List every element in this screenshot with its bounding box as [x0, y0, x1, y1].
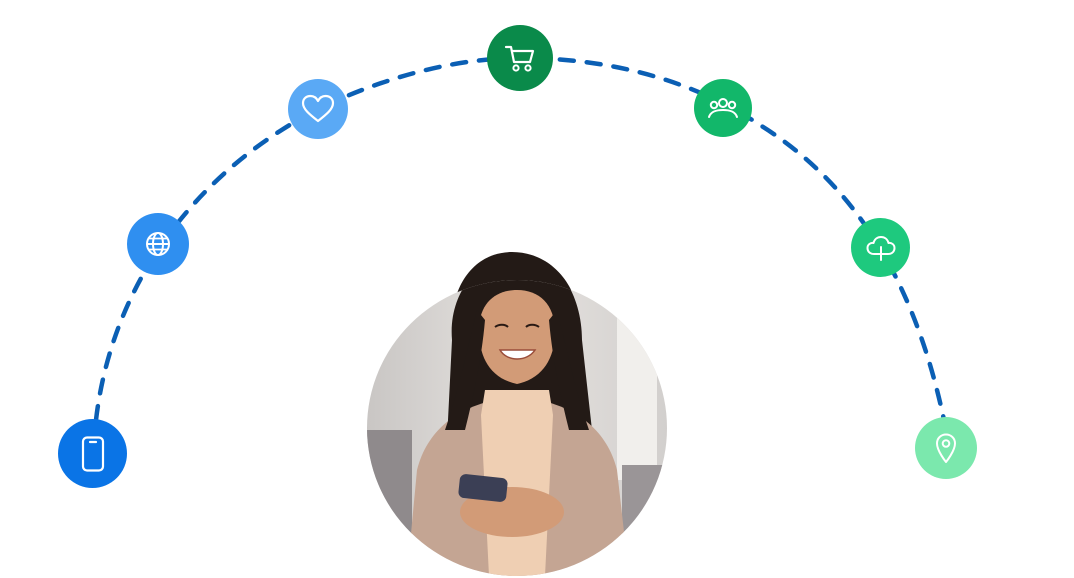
face — [479, 290, 555, 384]
heart-node — [288, 79, 348, 139]
location-pin-icon — [936, 433, 956, 463]
globe-node — [127, 213, 189, 275]
group-node — [694, 79, 752, 137]
smartphone-icon — [81, 435, 104, 472]
group-icon — [708, 98, 738, 118]
cloud-icon — [866, 235, 895, 261]
hair-front-right — [549, 310, 589, 430]
shopping-cart-node — [487, 25, 553, 91]
hair-front-left — [445, 310, 485, 430]
eye-left — [494, 323, 509, 328]
globe-icon — [146, 232, 170, 256]
location-node — [915, 417, 977, 479]
shopping-cart-icon — [504, 45, 535, 72]
smile — [498, 349, 537, 360]
heart-icon — [301, 94, 335, 123]
smiling-woman-using-phone-photo — [367, 280, 667, 576]
cloud-node — [851, 218, 910, 277]
smartphone-node — [58, 419, 127, 488]
phone-in-hand — [458, 474, 508, 502]
customer-portrait — [367, 280, 667, 576]
eye-right — [525, 323, 540, 328]
